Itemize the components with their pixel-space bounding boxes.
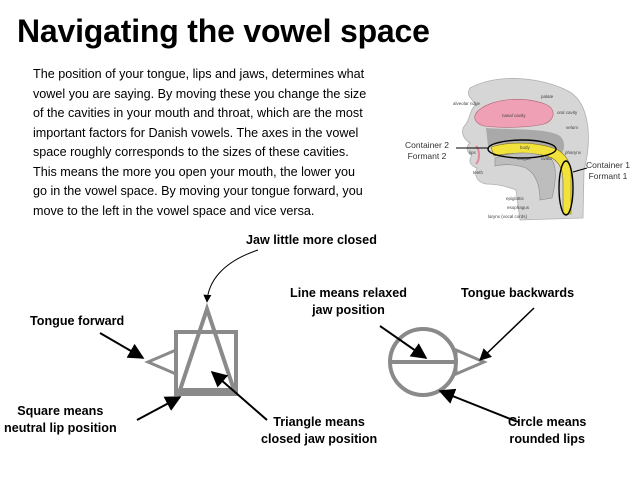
tongue-backwards-label: Tongue backwards — [461, 286, 575, 300]
circle-arrow — [438, 388, 519, 423]
tongue — [494, 152, 556, 201]
body-paragraph: The position of your tongue, lips and ja… — [33, 65, 409, 221]
palate-label: palate — [541, 94, 554, 99]
circle-line-symbol — [388, 327, 488, 397]
square-triangle-symbol — [144, 302, 238, 396]
lips-label: lips — [469, 150, 476, 155]
larynx-label: larynx (vocal cords) — [488, 214, 528, 219]
epiglottis-label: epiglottis — [506, 196, 524, 201]
paragraph-line: important factors for Danish vowels. The… — [33, 125, 359, 140]
esophagus-label: esophagus — [507, 205, 530, 210]
paragraph-line: go in the vowel space. By moving your to… — [33, 184, 363, 198]
velum-label: velum — [566, 125, 579, 130]
nasal-cavity — [474, 99, 554, 128]
alveolar-ridge-label: alveolar ridge — [453, 101, 481, 106]
tongue-forward-label: Tongue forward — [30, 314, 125, 328]
paragraph-line: of the cavities in your mouth and throat… — [33, 106, 363, 120]
container2-label: Container 2 Formant 2 — [405, 140, 449, 161]
paragraph-line: move to the left in the vowel space and … — [33, 203, 315, 218]
tongue-forward-arrow — [99, 332, 145, 359]
paragraph-line: vowel you are saying. By moving these yo… — [33, 86, 367, 101]
oral-cavity-label: oral cavity — [557, 110, 578, 115]
container1-pointer — [572, 167, 588, 173]
forward-pointer-shape — [144, 347, 178, 377]
paragraph-line: This means the more you open your mouth,… — [33, 164, 356, 179]
container1-ellipse — [558, 160, 574, 216]
teeth-label: teeth — [473, 170, 484, 175]
tongue-label: tongue — [517, 156, 531, 161]
container2-ellipse — [487, 139, 557, 159]
paragraph-line: space roughly corresponds to the sizes o… — [33, 145, 349, 159]
triangle-label: Triangle means closed jaw position — [261, 415, 378, 446]
square-arrow — [136, 396, 182, 421]
uvula-label: uvula — [541, 156, 552, 161]
backward-pointer-shape — [454, 347, 488, 377]
line-arrow — [379, 325, 428, 359]
square-label: Square means neutral lip position — [4, 404, 117, 435]
nasal-cavity-label: nasal cavity — [502, 113, 526, 118]
triangle-shape — [177, 302, 237, 392]
slide-title: Navigating the vowel space — [17, 13, 430, 49]
body-label: body — [520, 145, 530, 150]
jaw-closed-label: Jaw little more closed — [246, 233, 377, 247]
container1-label: Container 1 Formant 1 — [586, 160, 630, 181]
lips — [475, 145, 480, 165]
jaw-closed-arrow — [203, 249, 259, 303]
line-label: Line means relaxed jaw position — [290, 286, 407, 317]
triangle-arrow — [210, 370, 268, 421]
tongue-backwards-arrow — [479, 307, 535, 361]
vocal-tract-illustration — [456, 78, 589, 221]
paragraph-line: The position of your tongue, lips and ja… — [33, 67, 365, 81]
circle-label: Circle means rounded lips — [508, 415, 587, 446]
pharynx-label: pharynx — [565, 150, 582, 155]
